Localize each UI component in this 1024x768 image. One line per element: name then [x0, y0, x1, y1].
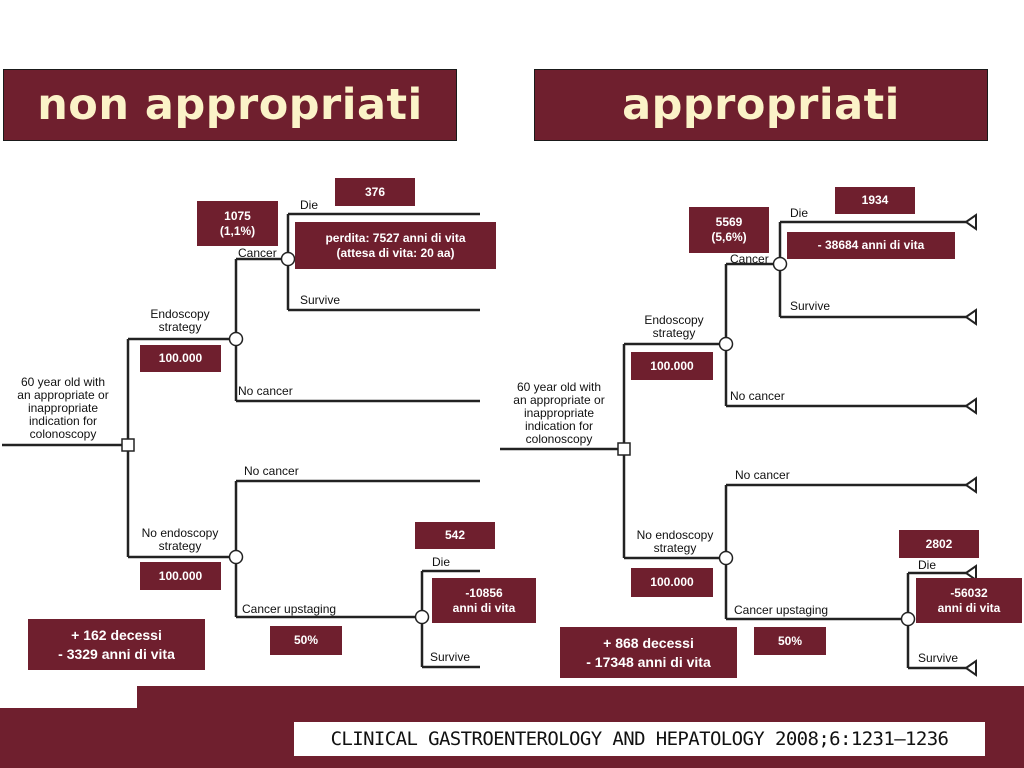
- right-upstaging-label: Cancer upstaging: [734, 603, 829, 617]
- left-summary-box: + 162 decessi - 3329 anni di vita: [28, 619, 205, 670]
- left-loss-box: perdita: 7527 anni di vita (attesa di vi…: [295, 222, 496, 269]
- right-endoscopy-label: Endoscopy strategy: [644, 313, 704, 340]
- left-chance-node-endo: [228, 331, 244, 347]
- terminal-node: [964, 476, 977, 494]
- left-root-label: 60 year old with an appropriate or inapp…: [17, 375, 109, 441]
- right-loss-box: - 38684 anni di vita: [787, 232, 955, 259]
- left-no-endoscopy-n-box: 100.000: [140, 562, 221, 590]
- right-upstaging-loss-box: -56032 anni di vita: [916, 578, 1022, 623]
- right-root-label: 60 year old with an appropriate or inapp…: [513, 380, 605, 446]
- right-chance-node-cancer: [772, 256, 788, 272]
- left-endoscopy-label: Endoscopy strategy: [150, 307, 210, 334]
- left-chance-node-noendo: [228, 549, 244, 565]
- header-appropriati: appropriati: [534, 69, 988, 141]
- right-summary-box: + 868 decessi - 17348 anni di vita: [560, 627, 737, 678]
- right-no-cancer-label: No cancer: [730, 389, 785, 403]
- left-upstaging-loss-box: -10856 anni di vita: [432, 578, 536, 623]
- right-die-count-box: 1934: [835, 187, 915, 214]
- right-survive-label: Survive: [790, 299, 831, 313]
- left-no-endoscopy-label: No endoscopy strategy: [141, 526, 219, 553]
- left-upstaging-die-box: 542: [415, 522, 495, 549]
- right-die-label: Die: [790, 206, 809, 220]
- right-upstaging-die-box: 2802: [899, 530, 979, 558]
- terminal-node: [964, 659, 977, 677]
- right-upstaging-pct-box: 50%: [754, 627, 826, 655]
- right-upstaging-survive-label: Survive: [918, 651, 959, 665]
- right-upstaging-die-label: Die: [918, 558, 937, 572]
- right-chance-node-endo: [718, 336, 734, 352]
- terminal-node: [964, 397, 977, 415]
- footer-band-upper: [137, 686, 1024, 710]
- left-noendo-no-cancer-label: No cancer: [244, 464, 299, 478]
- left-upstaging-die-label: Die: [432, 555, 451, 569]
- right-no-endoscopy-label: No endoscopy strategy: [636, 528, 714, 555]
- left-survive-label: Survive: [300, 293, 341, 307]
- citation: CLINICAL GASTROENTEROLOGY AND HEPATOLOGY…: [294, 722, 985, 756]
- left-upstaging-pct-box: 50%: [270, 626, 342, 655]
- left-chance-node-upstaging: [414, 609, 430, 625]
- terminal-node: [964, 213, 977, 231]
- right-chance-node-upstaging: [900, 611, 916, 627]
- left-die-count-box: 376: [335, 178, 415, 206]
- right-cancer-label: Cancer: [730, 252, 769, 266]
- right-no-endoscopy-n-box: 100.000: [631, 568, 713, 597]
- left-upstaging-label: Cancer upstaging: [242, 602, 337, 616]
- left-upstaging-survive-label: Survive: [430, 650, 471, 664]
- left-cancer-label: Cancer: [238, 246, 277, 260]
- right-cancer-count-box: 5569 (5,6%): [689, 207, 769, 253]
- left-die-label: Die: [300, 198, 319, 212]
- left-endoscopy-n-box: 100.000: [140, 345, 221, 372]
- left-cancer-count-box: 1075 (1,1%): [197, 201, 278, 246]
- left-no-cancer-label: No cancer: [238, 384, 293, 398]
- right-decision-node: [617, 442, 631, 456]
- left-chance-node-cancer: [280, 251, 296, 267]
- header-non-appropriati: non appropriati: [3, 69, 457, 141]
- right-chance-node-noendo: [718, 550, 734, 566]
- terminal-node: [964, 564, 977, 582]
- terminal-node: [964, 308, 977, 326]
- right-noendo-no-cancer-label: No cancer: [735, 468, 790, 482]
- right-endoscopy-n-box: 100.000: [631, 352, 713, 380]
- left-decision-node: [121, 438, 135, 452]
